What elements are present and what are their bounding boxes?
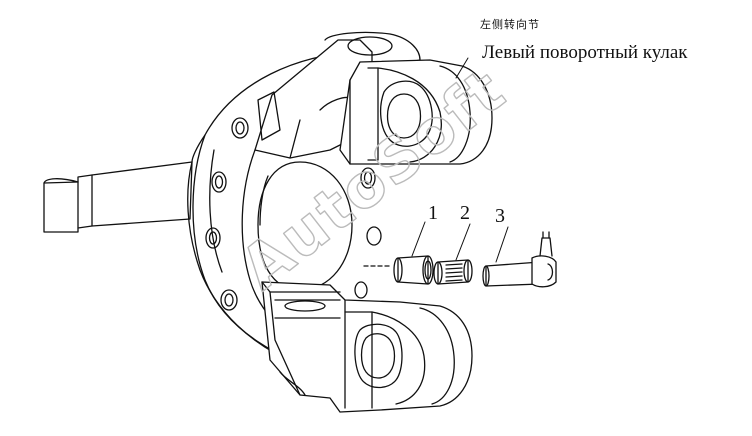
caption-leader-line: [455, 57, 469, 79]
part-2-needle-bearing: [433, 223, 473, 285]
part-number-1: 1: [428, 202, 438, 224]
chinese-caption: 左侧转向节: [480, 18, 540, 31]
part-number-2: 2: [460, 202, 470, 224]
part-number-3: 3: [495, 205, 505, 227]
spindle-shaft: [43, 161, 193, 233]
upper-arm: [254, 31, 493, 165]
part-3-king-pin: [482, 226, 557, 288]
part-1-bushing: [393, 221, 434, 285]
exploded-parts: [363, 221, 557, 288]
russian-caption: Левый поворотный кулак: [482, 42, 688, 63]
lower-arm: [261, 281, 473, 413]
